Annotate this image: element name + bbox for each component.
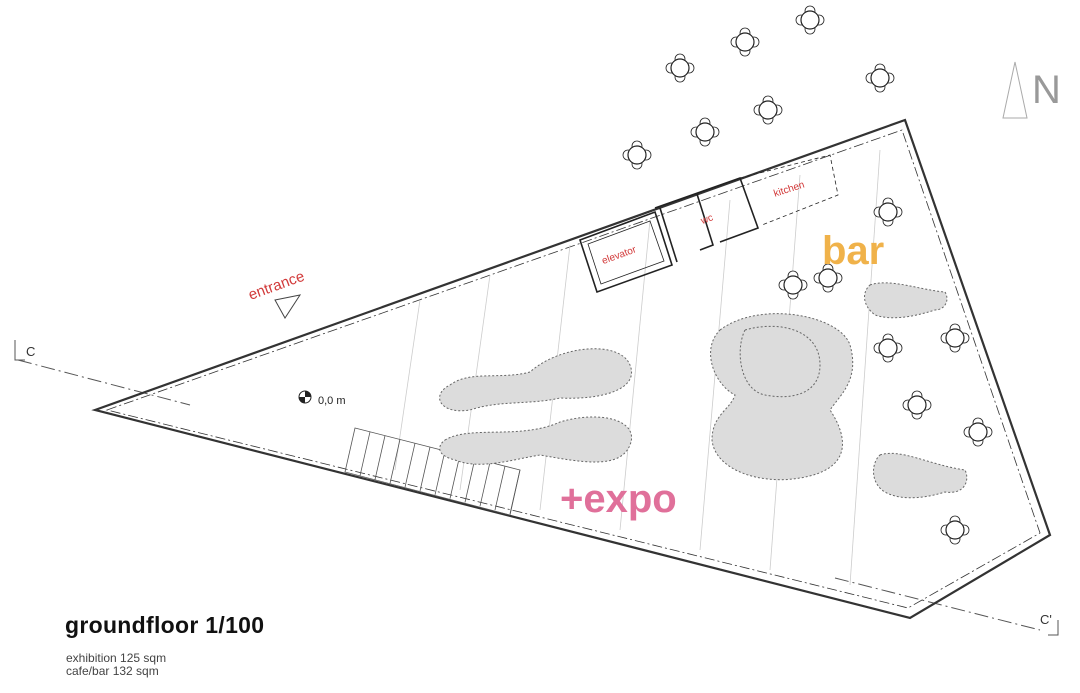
elevator-label: elevator bbox=[601, 244, 639, 267]
expo-label: +expo bbox=[560, 477, 677, 521]
table-icon bbox=[753, 95, 783, 125]
table-icon bbox=[865, 63, 895, 93]
entrance-arrow-icon bbox=[274, 294, 302, 319]
section-marker-c-prime bbox=[1048, 620, 1059, 636]
table-icon bbox=[813, 263, 843, 293]
cafe-tables bbox=[622, 5, 993, 545]
bar-label: bar bbox=[822, 229, 884, 273]
table-icon bbox=[902, 390, 932, 420]
table-icon bbox=[622, 140, 652, 170]
section-line bbox=[17, 359, 1041, 631]
table-icon bbox=[795, 5, 825, 35]
table-icon bbox=[963, 417, 993, 447]
table-icon bbox=[940, 323, 970, 353]
drawing-title: groundfloor 1/100 bbox=[65, 612, 265, 638]
table-icon bbox=[690, 117, 720, 147]
table-icon bbox=[778, 270, 808, 300]
table-icon bbox=[730, 27, 760, 57]
exhibition-objects bbox=[439, 282, 968, 499]
table-icon bbox=[665, 53, 695, 83]
table-icon bbox=[873, 333, 903, 363]
wc-label: wc bbox=[699, 212, 715, 227]
service-rooms bbox=[579, 154, 839, 294]
area-cafe: cafe/bar 132 sqm bbox=[66, 664, 159, 678]
area-exhibition: exhibition 125 sqm bbox=[66, 651, 167, 665]
level-marker-icon bbox=[298, 390, 312, 404]
table-icon bbox=[873, 197, 903, 227]
table-icon bbox=[940, 515, 970, 545]
north-arrow-icon bbox=[1002, 61, 1028, 119]
kitchen-label: kitchen bbox=[772, 179, 806, 199]
building-outline bbox=[91, 118, 1052, 620]
section-marker-c bbox=[14, 340, 25, 361]
north-label: N bbox=[1032, 68, 1061, 112]
section-c-label: C bbox=[26, 344, 35, 359]
level-label: 0,0 m bbox=[318, 395, 346, 407]
section-c-prime-label: C' bbox=[1040, 612, 1052, 627]
